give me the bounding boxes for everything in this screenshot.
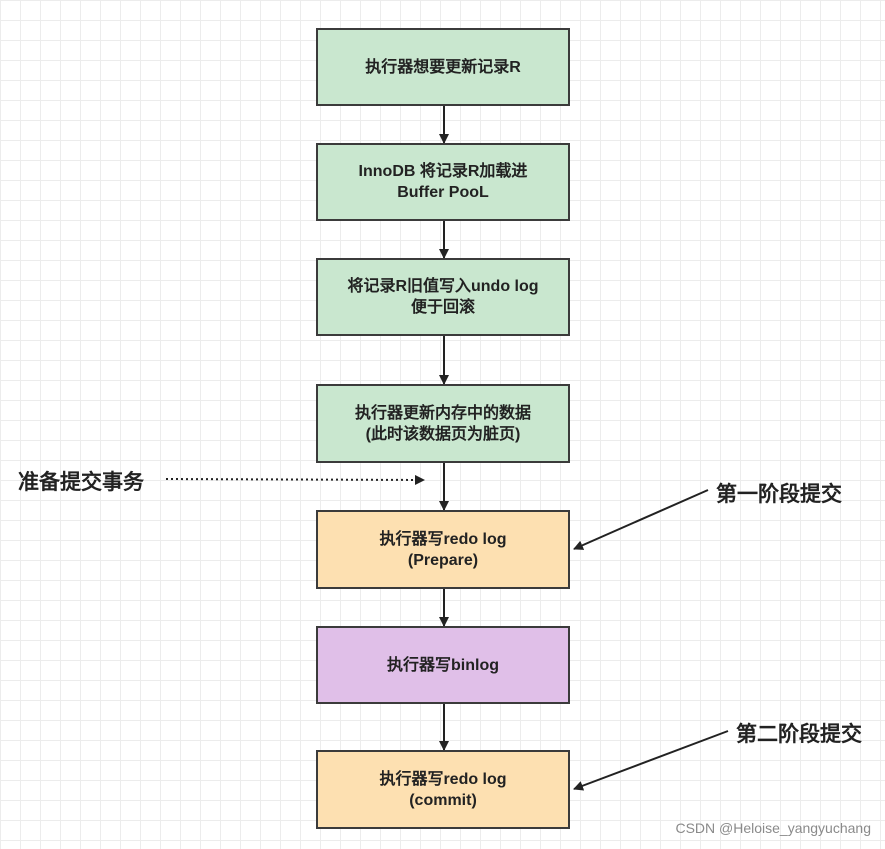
step-redo-log-commit: 执行器写redo log (commit) xyxy=(316,750,570,829)
step-5-line-1: 执行器写redo log xyxy=(379,530,507,548)
step-7-line-2: (commit) xyxy=(409,791,477,809)
watermark: CSDN @Heloise_yangyuchang xyxy=(675,820,871,836)
step-redo-log-prepare: 执行器写redo log (Prepare) xyxy=(316,510,570,589)
step-3-line-1: 将记录R旧值写入undo log xyxy=(347,278,539,295)
step-7-line-1: 执行器写redo log xyxy=(379,770,507,788)
step-2-line-2: Buffer PooL xyxy=(397,184,489,201)
step-4-line-2: (此时该数据页为脏页) xyxy=(365,425,521,443)
prepare-tx-label: 准备提交事务 xyxy=(18,471,144,494)
phase-one-arrow xyxy=(573,489,709,550)
phase-two-label: 第二阶段提交 xyxy=(736,723,862,746)
step-update-record-r: 执行器想要更新记录R xyxy=(316,28,570,106)
step-write-binlog: 执行器写binlog xyxy=(316,626,570,704)
prepare-tx-arrow xyxy=(165,474,425,485)
step-5-line-2: (Prepare) xyxy=(407,551,479,569)
step-6-line-1: 执行器写binlog xyxy=(387,656,499,674)
step-1-line-1: 执行器想要更新记录R xyxy=(365,58,521,76)
step-load-buffer-pool: InnoDB 将记录R加载进 Buffer PooL xyxy=(316,143,570,221)
step-update-memory: 执行器更新内存中的数据 (此时该数据页为脏页) xyxy=(316,384,570,463)
step-write-undo-log: 将记录R旧值写入undo log 便于回滚 xyxy=(316,258,570,336)
step-4-line-1: 执行器更新内存中的数据 xyxy=(354,404,531,422)
phase-one-label: 第一阶段提交 xyxy=(716,483,842,506)
step-2-line-1: InnoDB 将记录R加载进 xyxy=(358,163,528,180)
step-3-line-2: 便于回滚 xyxy=(410,299,475,316)
phase-two-arrow xyxy=(573,730,729,791)
